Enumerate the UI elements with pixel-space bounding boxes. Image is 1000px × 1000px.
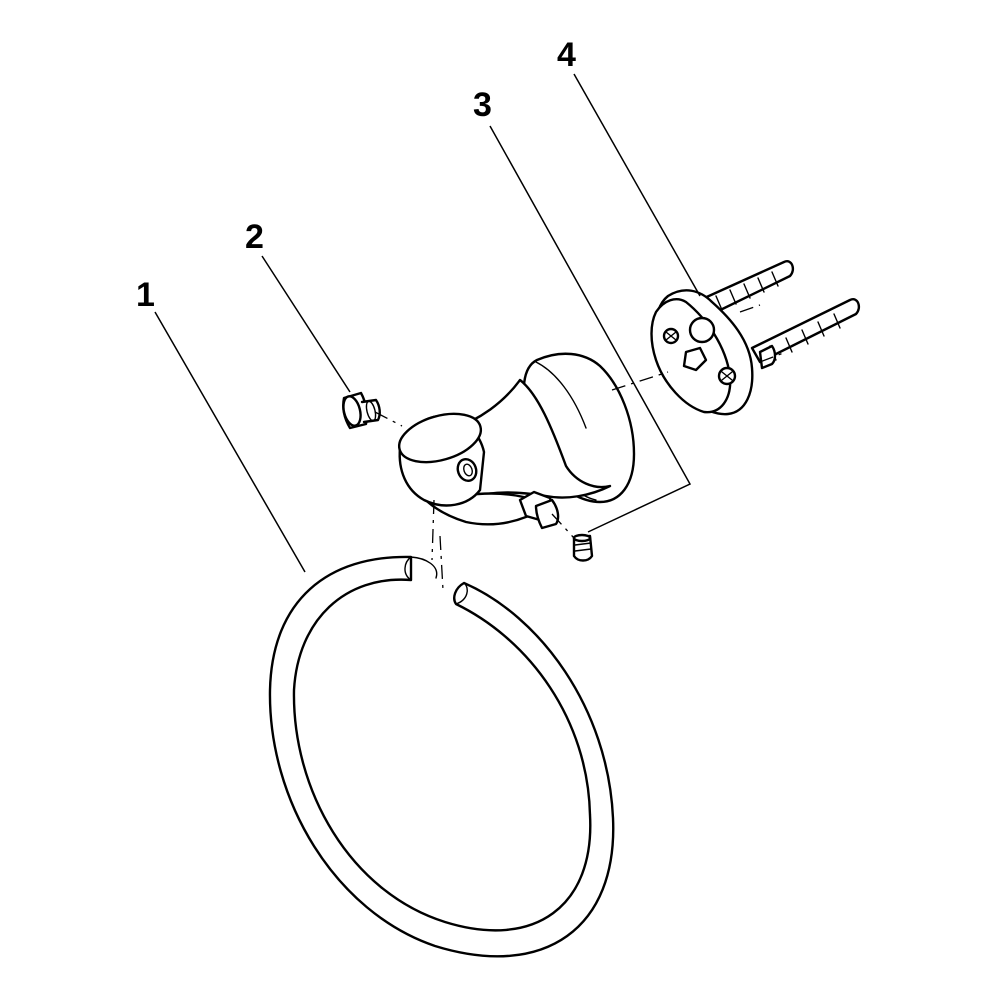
mount-body	[397, 352, 636, 562]
callout-2: 2	[245, 218, 264, 256]
towel-ring	[268, 555, 615, 958]
leader-lines	[154, 73, 701, 573]
callout-1: 1	[136, 276, 155, 314]
callout-numbers: 1 2 3 4	[136, 36, 576, 314]
leader-4	[573, 73, 701, 297]
callout-3: 3	[473, 86, 492, 124]
leader-2	[261, 255, 351, 393]
callout-4: 4	[557, 36, 576, 74]
assembly-center-lines	[374, 304, 787, 591]
wall-bracket-with-anchors	[650, 260, 861, 416]
set-screw-cap	[342, 391, 381, 430]
leader-3	[489, 125, 692, 533]
leader-1	[154, 311, 306, 573]
